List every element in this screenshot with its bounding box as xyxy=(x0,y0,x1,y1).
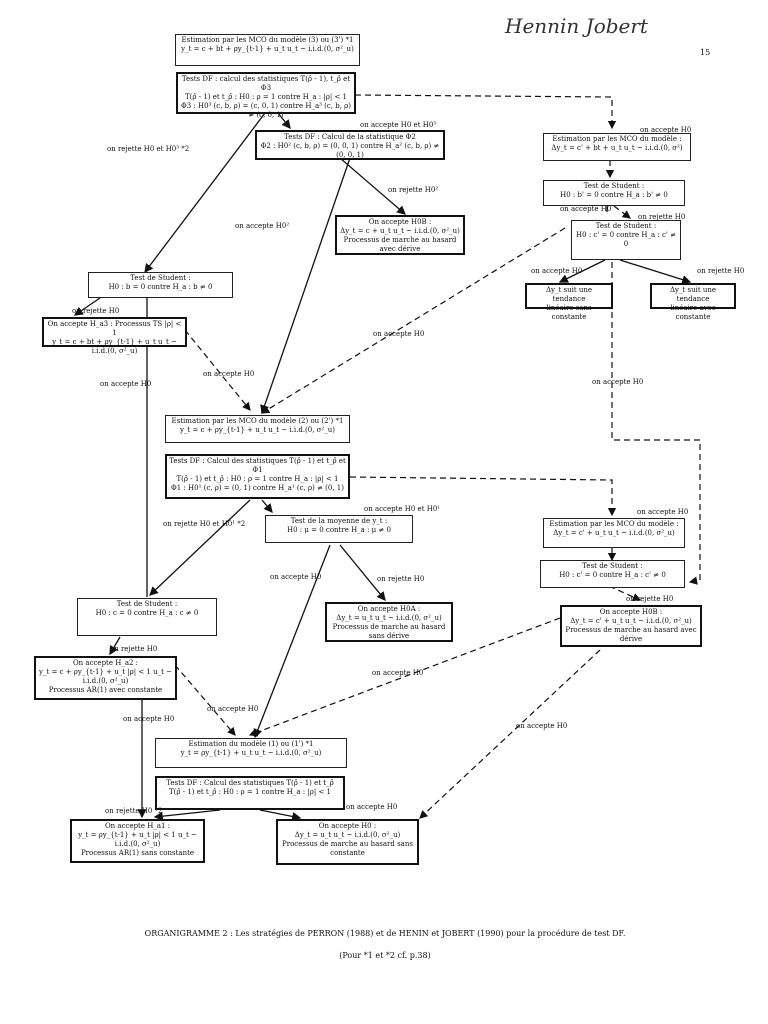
edge-solid xyxy=(253,544,331,739)
box-df-tests-model-1: Tests DF : Calcul des statistiques T(ρ̂ … xyxy=(155,776,345,810)
edge-solid xyxy=(144,112,266,274)
edge-label: on accepte H0 et H0¹ xyxy=(364,505,441,513)
edge-label: on rejette H0² xyxy=(388,186,439,194)
edge-label: on accepte H0 xyxy=(203,370,255,378)
box-accept-h0-final: On accepte H0 : Δy_t = u_t u_t ~ i.i.d.(… xyxy=(276,819,419,865)
edge-label: on accepte H0 xyxy=(560,205,612,213)
box-accept-ha3: On accepte H_a3 : Processus TS |ρ| < 1 y… xyxy=(42,317,187,355)
edge-label: on accepte H0 xyxy=(270,573,322,581)
edge-label: on rejette H0 *2 xyxy=(105,807,163,815)
edge-solid xyxy=(339,157,406,215)
handwritten-signature: Hennin Jobert xyxy=(505,14,648,38)
edge-label: on accepte H0 xyxy=(207,705,259,713)
figure-caption: ORGANIGRAMME 2 : Les stratégies de PERRO… xyxy=(40,917,730,961)
box-accept-ha1: On accepte H_a1 : y_t = ρy_{t-1} + u_t |… xyxy=(70,819,205,863)
box-test-mean: Test de la moyenne de y_t : H0 : μ = 0 c… xyxy=(265,515,413,543)
edge-label: on rejette H0 xyxy=(72,307,120,315)
box-accept-h0b: On accepte H0B : Δy_t = c + u_t u_t ~ i.… xyxy=(335,215,465,255)
edge-dashed xyxy=(260,227,566,414)
box-df-phi2: Tests DF : Calcul de la statistique Φ2 Φ… xyxy=(255,130,445,160)
edge-solid xyxy=(277,112,291,130)
edge-dashed xyxy=(184,329,251,411)
box-estimation-model-2: Estimation par les MCO du modèle (2) ou … xyxy=(165,415,350,443)
caption-line-1: ORGANIGRAMME 2 : Les stratégies de PERRO… xyxy=(144,929,626,938)
edge-label: on accepte H0 xyxy=(531,267,583,275)
edge-solid xyxy=(558,259,606,283)
box-estimation-model-3: Estimation par les MCO du modèle (3) ou … xyxy=(175,34,360,66)
box-student-b-prime: Test de Student : H0 : b' = 0 contre H_a… xyxy=(543,180,685,206)
edge-dashed xyxy=(419,649,601,819)
edge-solid xyxy=(153,809,221,821)
edge-label: on accepte H0 xyxy=(637,508,689,516)
edge-label: on rejette H0 xyxy=(110,645,158,653)
box-estimation-right-1: Estimation par les MCO du modèle : Δy_t … xyxy=(543,133,691,161)
edge-solid xyxy=(619,259,692,285)
box-student-b: Test de Student : H0 : b = 0 contre H_a … xyxy=(88,272,233,298)
edge-dashed xyxy=(174,664,236,736)
page-number: 15 xyxy=(700,48,711,57)
edge-label: on accepte H0 xyxy=(123,715,175,723)
edge-dashed xyxy=(349,476,617,517)
edge-dashed xyxy=(611,262,701,585)
caption-line-2: (Pour *1 et *2 cf. p.38) xyxy=(339,951,431,960)
edge-label: on accepte H0² xyxy=(235,222,290,230)
edge-dashed xyxy=(354,94,617,130)
box-student-c: Test de Student : H0 : c = 0 contre H_a … xyxy=(77,598,217,636)
edge-label: on accepte H0 xyxy=(372,669,424,677)
edge-dashed xyxy=(613,205,631,219)
edge-label: on accepte H0 et H0³ xyxy=(360,121,437,129)
edge-label: on rejette H0 xyxy=(626,595,674,603)
box-accept-h0a: On accepte H0A : Δy_t = u_t u_t ~ i.i.d.… xyxy=(325,602,453,642)
edge-label: on accepte H0 xyxy=(592,378,644,386)
box-estimation-model-1: Estimation du modèle (1) ou (1') *1 y_t … xyxy=(155,738,347,768)
edge-solid xyxy=(149,499,251,596)
box-trend-no-constant: Δy_t suit une tendance linéaire sans con… xyxy=(525,283,613,321)
edge-label: on rejette H0 xyxy=(697,267,745,275)
box-estimation-right-2: Estimation par les MCO du modèle : Δy_t … xyxy=(543,518,685,548)
edge-label: on rejette H0 xyxy=(377,575,425,583)
edge-solid xyxy=(260,157,351,415)
edge-label: on accepte H0 xyxy=(100,380,152,388)
box-accept-ha2: On accepte H_a2 : y_t = c + ρy_{t-1} + u… xyxy=(34,656,177,700)
edge-label: on accepte H0 xyxy=(640,126,692,134)
edge-label: on rejette H0 xyxy=(638,213,686,221)
box-accept-h0b-2: On accepte H0B : Δy_t = c' + u_t u_t ~ i… xyxy=(560,605,702,647)
edge-label: on rejette H0 et H0¹ *2 xyxy=(163,520,246,528)
edge-solid xyxy=(259,809,302,821)
edge-label: on accepte H0 xyxy=(346,803,398,811)
edge-dashed xyxy=(599,581,642,601)
edge-solid xyxy=(339,544,386,602)
edge-label: on accepte H0 xyxy=(516,722,568,730)
box-trend-with-constant: Δy_t suit une tendance linéaire avec con… xyxy=(650,283,736,321)
edge-solid xyxy=(109,636,121,656)
box-df-tests-phi3: Tests DF : calcul des statistiques T(ρ̂ … xyxy=(176,72,356,119)
box-df-tests-phi1: Tests DF : Calcul des statistiques T(ρ̂ … xyxy=(165,454,350,499)
edge-dashed xyxy=(248,617,561,737)
edge-solid xyxy=(261,499,273,513)
edge-label: on accepte H0 xyxy=(373,330,425,338)
edge-solid xyxy=(73,297,101,316)
box-student-c-prime-2: Test de Student : H0 : c' = 0 contre H_a… xyxy=(540,560,685,588)
box-student-c-prime-1: Test de Student : H0 : c' = 0 contre H_a… xyxy=(571,220,681,260)
edge-label: on rejette H0 et H0³ *2 xyxy=(107,145,190,153)
